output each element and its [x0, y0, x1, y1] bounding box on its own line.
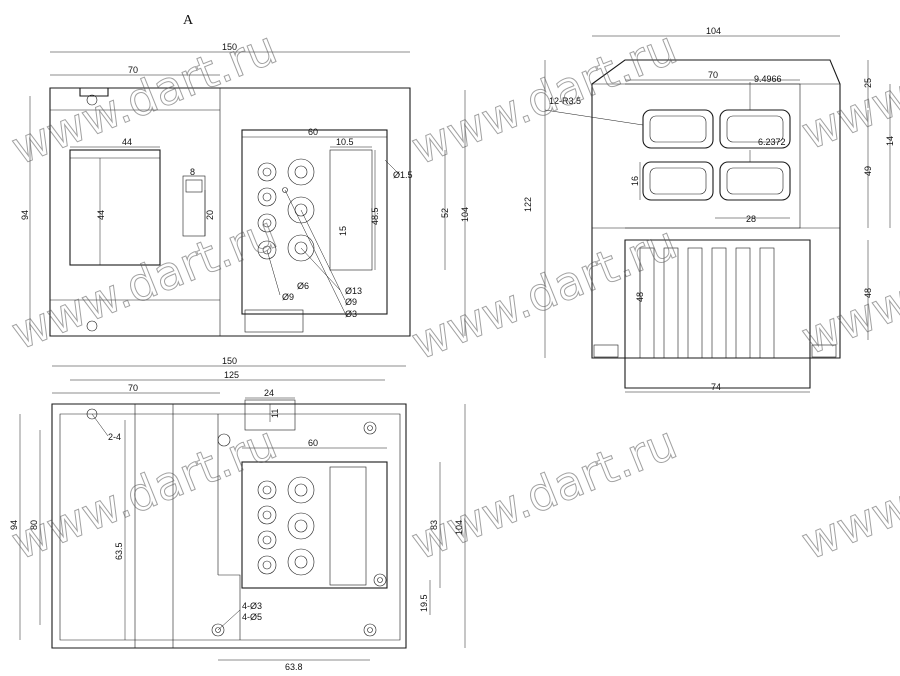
dim-label: 28	[746, 214, 756, 224]
dim-label: 70	[128, 383, 138, 393]
dim-label: 24	[264, 388, 274, 398]
watermark: www.dart.ru	[404, 20, 684, 175]
front-view: A	[20, 13, 470, 337]
dim-label: 12-R3.5	[549, 96, 581, 106]
dim-label: 83	[429, 520, 439, 530]
dim-label: 2-4	[108, 432, 121, 442]
side-view: 104 70 9.4966 12-R3.5 6.2372 16 28 25 14…	[523, 26, 895, 393]
dim-label: 52	[440, 208, 450, 218]
dim-label: 49	[863, 166, 873, 176]
dim-label: 10.5	[336, 137, 354, 147]
view-label: A	[183, 13, 194, 28]
dim-label: Ø9	[345, 297, 357, 307]
dim-label: 150	[222, 42, 237, 52]
dim-label: 125	[224, 370, 239, 380]
ribs	[639, 247, 775, 359]
dim-label: 104	[454, 520, 464, 535]
watermark: www.dart.ru	[404, 415, 684, 570]
dim-label: 150	[222, 356, 237, 366]
dim-label: 104	[460, 207, 470, 222]
dim-label: 94	[9, 520, 19, 530]
dim-label: 94	[20, 210, 30, 220]
dim-label: 70	[708, 70, 718, 80]
dim-label: 9.4966	[754, 74, 782, 84]
dim-label: Ø13	[345, 286, 362, 296]
dim-label: 25	[863, 78, 873, 88]
dim-label: 14	[885, 136, 895, 146]
dim-label: 104	[706, 26, 721, 36]
dim-label: Ø3	[345, 309, 357, 319]
terminal-holes	[257, 158, 315, 262]
back-view: 150 125 70 24 11 60 2-4 94 80 63.5 83 10…	[9, 356, 466, 672]
dim-label: 4-Ø3	[242, 601, 262, 611]
dim-label: Ø6	[297, 281, 309, 291]
dim-label: Ø1.5	[393, 170, 413, 180]
dim-label: 6.2372	[758, 137, 786, 147]
dim-label: 44	[122, 137, 132, 147]
dim-label: 63.5	[114, 542, 124, 560]
dim-label: 20	[205, 210, 215, 220]
dim-label: 48.5	[370, 207, 380, 225]
dim-label: 74	[711, 382, 721, 392]
dim-label: Ø9	[282, 292, 294, 302]
dim-label: 80	[29, 520, 39, 530]
dim-label: 11	[270, 409, 280, 418]
dim-label: 8	[190, 167, 195, 177]
watermarks: www.dart.ru www.dart.ru www.dart.ru www.…	[3, 5, 900, 571]
dim-label: 63.8	[285, 662, 303, 672]
dim-label: 48	[635, 292, 645, 302]
dim-label: 4-Ø5	[242, 612, 262, 622]
dim-label: 44	[96, 210, 106, 220]
watermark: www.dart.ru	[794, 415, 900, 570]
dim-label: 122	[523, 197, 533, 212]
dim-label: 60	[308, 438, 318, 448]
terminal-holes-rear	[257, 476, 315, 576]
dim-label: 60	[308, 127, 318, 137]
dim-label: 48	[863, 288, 873, 298]
dim-label: 15	[338, 226, 348, 236]
dim-label: 70	[128, 65, 138, 75]
dim-label: 19.5	[419, 594, 429, 612]
dim-label: 16	[630, 176, 640, 186]
